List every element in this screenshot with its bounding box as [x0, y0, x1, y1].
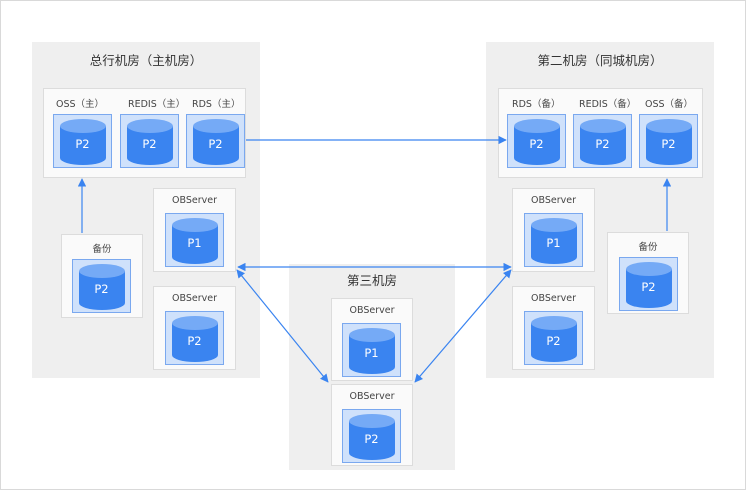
observer-tile: P1 [165, 213, 224, 267]
tile-label: P2 [641, 280, 656, 294]
main-observer-1: OBServer P1 [153, 188, 236, 272]
backup-title: 备份 [92, 244, 112, 255]
third-observer-2: OBServer P2 [331, 384, 413, 466]
cylinder-icon [172, 218, 218, 264]
cylinder-icon [127, 119, 173, 165]
second-observer-1: OBServer P1 [512, 188, 595, 272]
main-observer-2: OBServer P2 [153, 286, 236, 370]
redis-standby-label: REDIS（备） [579, 99, 637, 110]
room-third-title: 第三机房 [346, 273, 397, 288]
observer-tile: P1 [342, 323, 401, 377]
observer-title: OBServer [349, 305, 395, 316]
oss-standby-tile: P2 [639, 114, 698, 168]
tile-label: P2 [94, 282, 109, 296]
tile-label: P2 [208, 137, 223, 151]
cylinder-icon [531, 316, 577, 362]
tile-label: P1 [187, 236, 202, 250]
tile-label: P1 [546, 236, 561, 250]
tile-label: P2 [595, 137, 610, 151]
cylinder-icon [514, 119, 560, 165]
cylinder-icon [349, 414, 395, 460]
room-main-title: 总行机房（主机房） [89, 53, 203, 68]
observer-title: OBServer [531, 195, 576, 206]
cylinder-icon [172, 316, 218, 362]
cylinder-icon [193, 119, 239, 165]
backup-tile: P2 [619, 257, 678, 311]
redis-primary-tile: P2 [120, 114, 179, 168]
observer-tile: P1 [524, 213, 583, 267]
oss-primary-tile: P2 [53, 114, 112, 168]
backup-title: 备份 [638, 242, 658, 253]
tile-label: P2 [187, 334, 202, 348]
cylinder-icon [646, 119, 692, 165]
tile-label: P2 [75, 137, 90, 151]
main-backup-box: 备份 P2 [61, 234, 143, 318]
oss-standby-label: OSS（备） [645, 99, 694, 110]
rds-primary-tile: P2 [186, 114, 245, 168]
observer-tile: P2 [524, 311, 583, 365]
tile-label: P2 [546, 334, 561, 348]
backup-tile: P2 [72, 259, 131, 313]
arrow-second-third-observer [414, 269, 512, 383]
second-backup-box: 备份 P2 [607, 232, 689, 314]
observer-tile: P2 [342, 409, 401, 463]
observer-title: OBServer [172, 195, 217, 206]
third-observer-1: OBServer P1 [331, 298, 413, 381]
room-second-title: 第二机房（同城机房） [537, 53, 663, 68]
cylinder-icon [626, 262, 672, 308]
cylinder-icon [580, 119, 626, 165]
tile-label: P2 [142, 137, 157, 151]
cylinder-icon [60, 119, 106, 165]
rds-primary-label: RDS（主） [192, 99, 241, 110]
tile-label: P2 [364, 432, 379, 446]
rds-standby-tile: P2 [507, 114, 566, 168]
tile-label: P2 [661, 137, 676, 151]
observer-tile: P2 [165, 311, 224, 365]
cylinder-icon [531, 218, 577, 264]
arrow-main-third-observer [236, 269, 329, 383]
observer-title: OBServer [531, 293, 576, 304]
rds-standby-label: RDS（备） [512, 99, 561, 110]
cylinder-icon [79, 264, 125, 310]
tile-label: P2 [529, 137, 544, 151]
observer-title: OBServer [349, 391, 395, 402]
redis-primary-label: REDIS（主） [128, 99, 186, 110]
observer-title: OBServer [172, 293, 217, 304]
tile-label: P1 [364, 346, 379, 360]
oss-primary-label: OSS（主） [56, 99, 105, 110]
second-observer-2: OBServer P2 [512, 286, 595, 370]
cylinder-icon [349, 328, 395, 374]
redis-standby-tile: P2 [573, 114, 632, 168]
